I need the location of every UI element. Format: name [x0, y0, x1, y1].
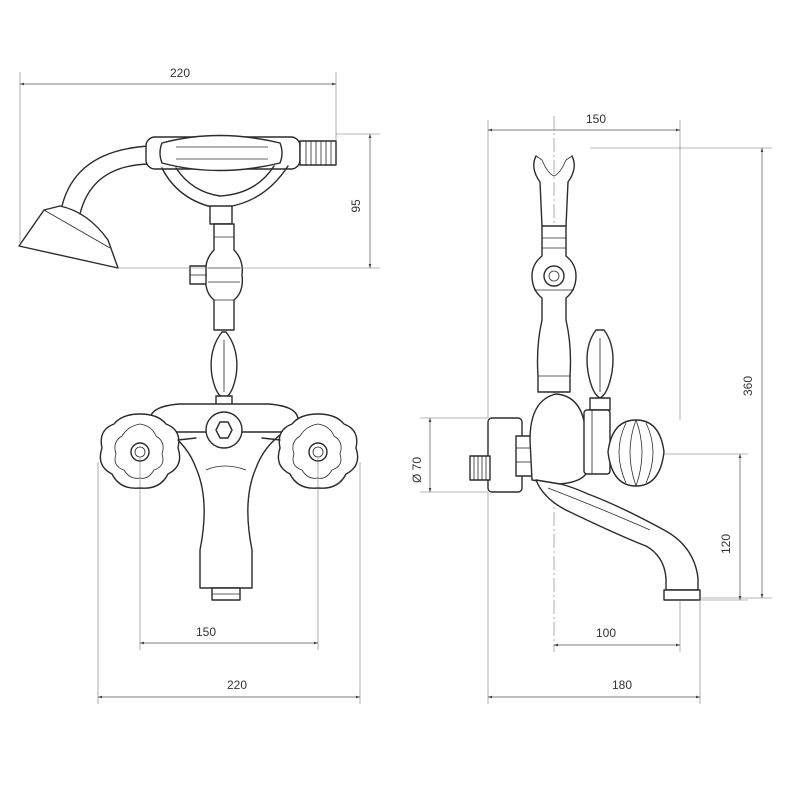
riser-column — [189, 223, 244, 409]
dim-front-width: 220 — [227, 678, 247, 692]
mixer-body — [149, 403, 299, 601]
dim-spout-reach: 100 — [596, 626, 616, 640]
dim-handset-height: 95 — [349, 199, 363, 213]
hand-shower — [18, 134, 337, 269]
side-spout — [535, 479, 701, 601]
side-lever — [586, 329, 614, 411]
front-view: 220 95 150 220 — [18, 66, 380, 704]
side-riser — [531, 225, 577, 393]
right-handle — [277, 413, 359, 489]
side-view: 150 360 Ø 70 120 100 180 — [410, 112, 772, 704]
side-mixer-body — [529, 393, 611, 485]
melon-knob — [607, 419, 665, 487]
dim-spout-height: 120 — [719, 534, 733, 554]
handset-holder — [533, 155, 575, 227]
dim-side-width: 180 — [612, 678, 632, 692]
dim-handset-width: 220 — [170, 66, 190, 80]
dim-side-top-width: 150 — [586, 112, 606, 126]
dim-body-diameter: Ø 70 — [410, 457, 424, 483]
dim-side-height: 360 — [741, 376, 755, 396]
dim-front-centers: 150 — [196, 625, 216, 639]
wall-body — [469, 417, 533, 493]
